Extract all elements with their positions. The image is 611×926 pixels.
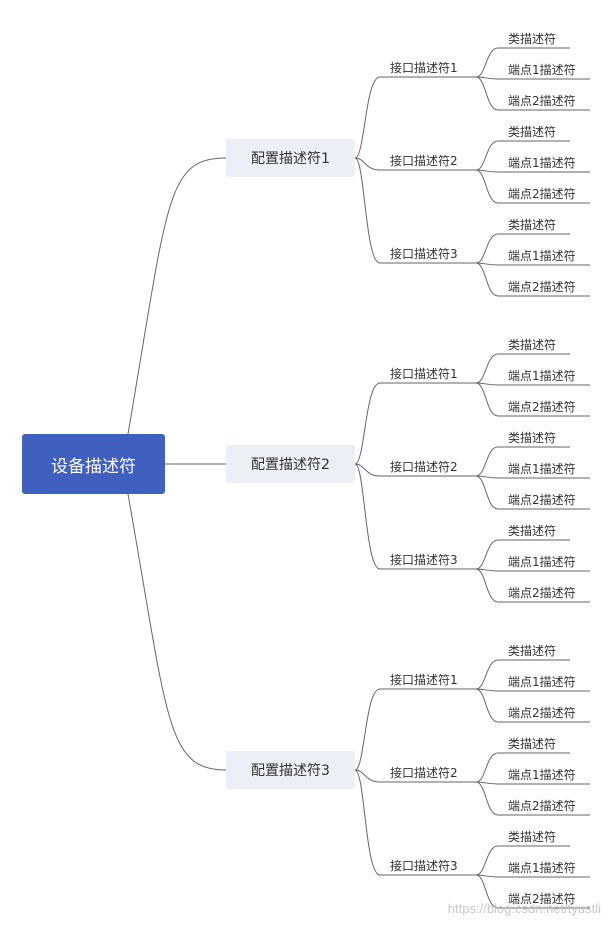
link-root-config-3 — [127, 493, 227, 771]
link-interface-leaf — [475, 539, 570, 570]
link-interface-leaf — [475, 874, 590, 878]
link-config-interface — [354, 157, 476, 264]
watermark: https://blog.csdn.net/tyustli — [447, 901, 601, 916]
config-node-1[interactable]: 配置描述符1 — [226, 139, 355, 177]
leaf-node[interactable]: 类描述符 — [508, 737, 557, 751]
link-interface-leaf — [475, 169, 590, 173]
link-interface-leaf — [475, 874, 590, 909]
leaf-node[interactable]: 端点1描述符 — [508, 369, 576, 383]
link-interface-leaf — [475, 382, 590, 386]
interface-node[interactable]: 接口描述符2 — [390, 154, 458, 168]
leaf-node[interactable]: 类描述符 — [508, 32, 557, 46]
interface-node[interactable]: 接口描述符2 — [390, 460, 458, 474]
root-label: 设备描述符 — [51, 456, 136, 477]
link-interface-leaf — [475, 353, 570, 384]
link-interface-leaf — [475, 568, 590, 603]
root-node-device-descriptor[interactable]: 设备描述符 — [22, 434, 165, 494]
leaf-node[interactable]: 端点1描述符 — [508, 63, 576, 77]
leaf-node[interactable]: 类描述符 — [508, 218, 557, 232]
link-config-interface — [354, 76, 476, 159]
leaf-node[interactable]: 端点2描述符 — [508, 187, 576, 201]
leaf-node[interactable]: 端点1描述符 — [508, 462, 576, 476]
leaf-node[interactable]: 类描述符 — [508, 431, 557, 445]
leaf-node[interactable]: 端点1描述符 — [508, 675, 576, 689]
interface-node[interactable]: 接口描述符1 — [390, 367, 458, 381]
leaf-node[interactable]: 类描述符 — [508, 830, 557, 844]
link-config-interface — [354, 463, 476, 477]
link-config-interface — [354, 463, 476, 570]
link-interface-leaf — [475, 845, 570, 876]
leaf-node[interactable]: 端点1描述符 — [508, 768, 576, 782]
leaf-node[interactable]: 端点2描述符 — [508, 706, 576, 720]
link-root-config-1 — [127, 157, 227, 435]
link-config-interface — [354, 769, 476, 876]
leaf-node[interactable]: 端点2描述符 — [508, 586, 576, 600]
config-label: 配置描述符2 — [251, 457, 330, 473]
link-interface-leaf — [475, 475, 590, 510]
config-node-3[interactable]: 配置描述符3 — [226, 751, 355, 789]
link-interface-leaf — [475, 781, 590, 785]
leaf-node[interactable]: 端点2描述符 — [508, 280, 576, 294]
leaf-node[interactable]: 类描述符 — [508, 125, 557, 139]
interface-node[interactable]: 接口描述符3 — [390, 553, 458, 567]
link-config-interface — [354, 688, 476, 771]
link-interface-leaf — [475, 568, 590, 572]
link-interface-leaf — [475, 47, 570, 78]
link-interface-leaf — [475, 446, 570, 477]
link-interface-leaf — [475, 688, 590, 723]
leaf-node[interactable]: 端点2描述符 — [508, 799, 576, 813]
link-interface-leaf — [475, 752, 570, 783]
link-interface-leaf — [475, 140, 570, 171]
link-config-interface — [354, 382, 476, 465]
leaf-node[interactable]: 端点2描述符 — [508, 94, 576, 108]
link-interface-leaf — [475, 659, 570, 690]
leaf-node[interactable]: 类描述符 — [508, 338, 557, 352]
leaf-node[interactable]: 端点2描述符 — [508, 892, 576, 906]
interface-node[interactable]: 接口描述符3 — [390, 247, 458, 261]
leaf-node[interactable]: 端点1描述符 — [508, 156, 576, 170]
link-interface-leaf — [475, 262, 590, 266]
link-interface-leaf — [475, 233, 570, 264]
interface-node[interactable]: 接口描述符1 — [390, 673, 458, 687]
link-interface-leaf — [475, 76, 590, 80]
link-interface-leaf — [475, 76, 590, 111]
link-interface-leaf — [475, 688, 590, 692]
interface-node[interactable]: 接口描述符1 — [390, 61, 458, 75]
leaf-node[interactable]: 端点1描述符 — [508, 861, 576, 875]
leaf-node[interactable]: 端点2描述符 — [508, 493, 576, 507]
leaf-node[interactable]: 端点1描述符 — [508, 249, 576, 263]
config-label: 配置描述符3 — [251, 763, 330, 779]
leaf-node[interactable]: 类描述符 — [508, 644, 557, 658]
interface-node[interactable]: 接口描述符2 — [390, 766, 458, 780]
interface-node[interactable]: 接口描述符3 — [390, 859, 458, 873]
link-config-interface — [354, 157, 476, 171]
config-label: 配置描述符1 — [251, 151, 330, 167]
leaf-node[interactable]: 端点2描述符 — [508, 400, 576, 414]
link-config-interface — [354, 769, 476, 783]
link-interface-leaf — [475, 475, 590, 479]
leaf-node[interactable]: 端点1描述符 — [508, 555, 576, 569]
link-interface-leaf — [475, 262, 590, 297]
link-interface-leaf — [475, 781, 590, 816]
link-interface-leaf — [475, 169, 590, 204]
link-interface-leaf — [475, 382, 590, 417]
leaf-node[interactable]: 类描述符 — [508, 524, 557, 538]
config-node-2[interactable]: 配置描述符2 — [226, 445, 355, 483]
